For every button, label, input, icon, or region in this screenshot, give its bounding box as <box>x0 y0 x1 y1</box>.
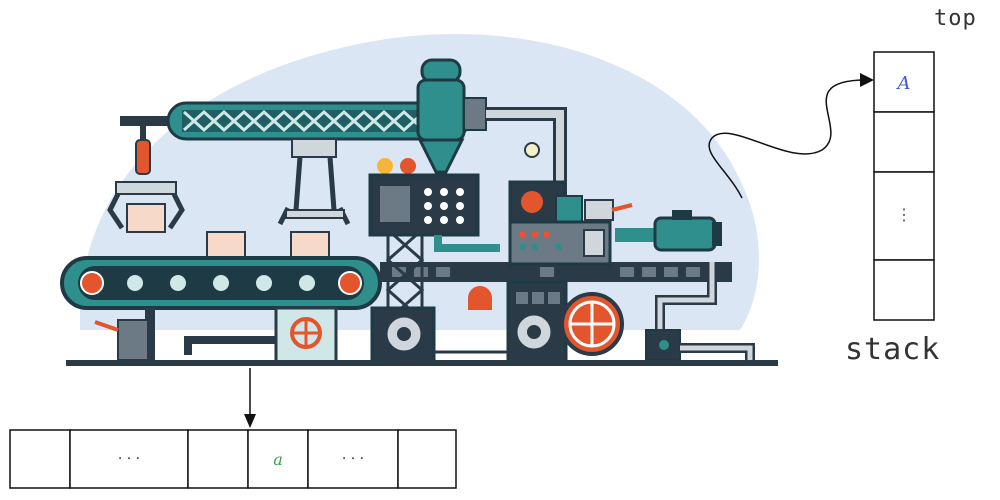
middle-claw <box>277 138 351 226</box>
conveyor-belt <box>60 256 382 310</box>
tape-ellipsis-right: · · · <box>342 451 364 467</box>
stack-arrow-head <box>860 73 874 87</box>
box <box>290 231 330 259</box>
floor <box>66 360 778 366</box>
stack-ellipsis: ⋮ <box>896 205 912 224</box>
box <box>206 231 246 259</box>
factory-machine-illustration <box>60 58 778 366</box>
control-panel <box>368 158 480 237</box>
stack-top-label: top <box>934 6 977 31</box>
tape-ellipsis-left: · · · <box>118 451 140 467</box>
stack-arrow-line <box>708 79 867 199</box>
input-tape <box>9 429 457 489</box>
crane-arm <box>120 101 470 141</box>
stack <box>873 51 935 321</box>
gauge-icon <box>524 142 540 158</box>
motor <box>615 210 722 252</box>
stack-top-symbol: A <box>896 73 911 94</box>
tape-current-symbol: a <box>273 450 283 469</box>
gear-box <box>370 280 568 364</box>
stack-label: stack <box>845 332 941 367</box>
output-arrow-head <box>244 414 256 428</box>
left-claw <box>107 126 185 233</box>
wheel <box>434 292 624 356</box>
tank <box>416 58 487 174</box>
right-machine <box>508 180 633 266</box>
